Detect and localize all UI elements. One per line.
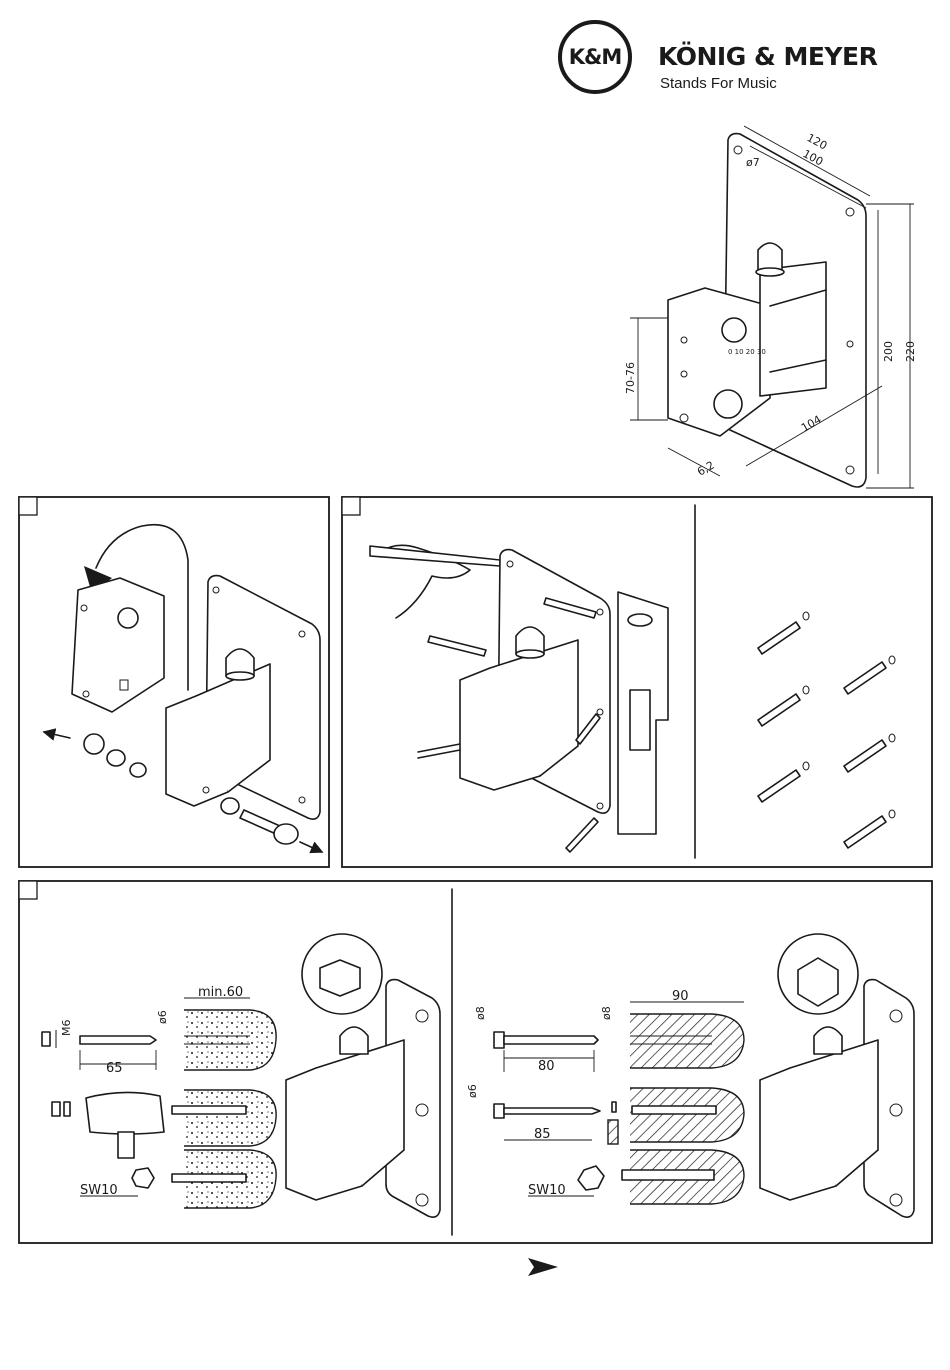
scale-marks: 0 10 20 30	[728, 348, 766, 356]
brick-mounting: ø8 80 ø8 90 ø6 85 SW10	[466, 934, 914, 1217]
step-1-panel	[19, 497, 329, 867]
concrete-block-1	[184, 1010, 276, 1070]
lag-screw	[504, 1108, 600, 1114]
hammer-handle	[118, 1132, 134, 1158]
concrete-mounting: M6 65 ø6 min.60 SW10	[42, 934, 440, 1217]
hex-nut-icon	[132, 1168, 154, 1188]
hex-bolt-icon	[578, 1166, 604, 1190]
lag-length: 85	[534, 1127, 551, 1142]
screw-diameter-a: ø8	[474, 1006, 487, 1020]
screw-diameter-b: ø8	[600, 1006, 613, 1020]
dome-nut	[340, 1027, 368, 1054]
brick-depth: 90	[672, 989, 689, 1004]
step-1-number-box	[19, 497, 37, 515]
hammer-head	[86, 1092, 164, 1134]
dim-6-2: 6,2	[695, 459, 717, 479]
drill-depth: min.60	[198, 985, 243, 1000]
thread-label: M6	[60, 1020, 73, 1037]
cap-nut	[84, 734, 104, 754]
dome-nut	[814, 1027, 842, 1054]
anchor-length: 65	[106, 1061, 123, 1076]
step-2-number-box	[342, 497, 360, 515]
step-3-panel: M6 65 ø6 min.60 SW10	[19, 881, 932, 1243]
step-2-panel	[342, 497, 932, 867]
dim-200: 200	[882, 341, 895, 362]
dim-hole: ø7	[746, 156, 760, 169]
step-3-number-box	[19, 881, 37, 899]
concrete-block-2	[184, 1090, 276, 1146]
dim-70-76: 70-76	[624, 362, 637, 394]
brick-block-1	[630, 1014, 744, 1068]
anchor-bolt	[80, 1036, 156, 1044]
brick-block-2	[630, 1088, 744, 1142]
removed-cover	[72, 578, 164, 712]
screw-length: 80	[538, 1059, 555, 1074]
drill-diameter: ø6	[156, 1010, 169, 1024]
washer-2	[221, 798, 239, 814]
hex-nut-detail	[320, 960, 360, 996]
pencil	[370, 546, 500, 566]
lag-diameter: ø6	[466, 1084, 479, 1098]
knob	[714, 390, 742, 418]
top-dimension-drawing: 0 10 20 30 120 100 ø7 200 220 104 70-76 …	[624, 126, 917, 488]
wall-plug-screw	[504, 1036, 598, 1044]
drill-bits	[758, 612, 895, 848]
washer	[130, 763, 146, 777]
nut	[107, 750, 125, 766]
arrow-right-icon	[528, 1258, 558, 1276]
dim-220: 220	[904, 341, 917, 362]
